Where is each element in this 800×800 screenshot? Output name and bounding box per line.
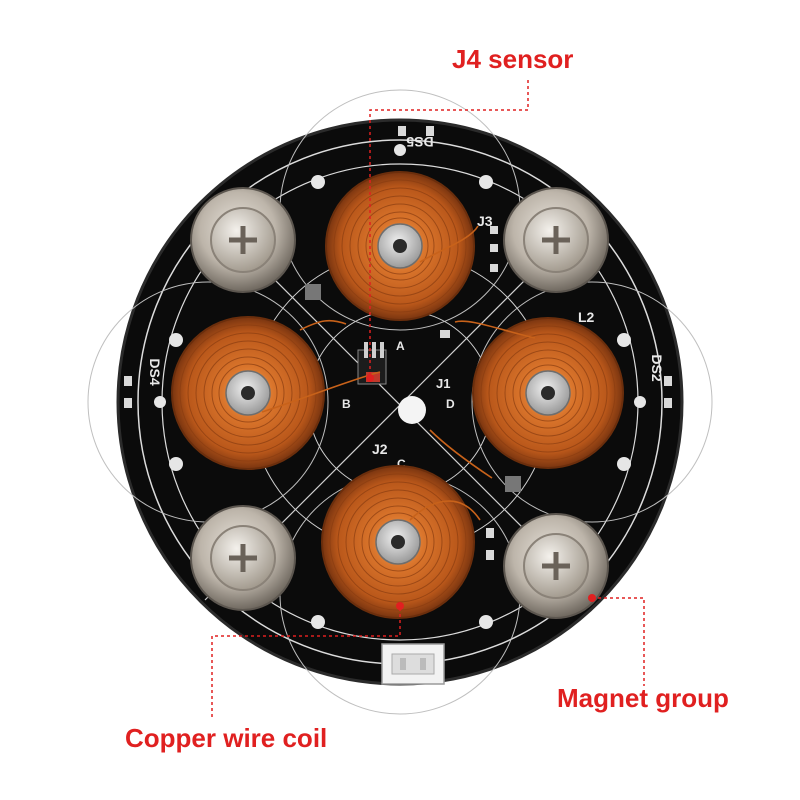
silk-d: D [446,397,455,411]
silk-a: A [396,339,405,353]
coil-right [472,317,624,469]
silk-ds4: DS4 [147,358,163,385]
silk-l2: L2 [578,309,595,325]
silk-c: C [397,457,406,471]
magnet-bottom-left [190,505,296,611]
callout-leaders [211,80,645,718]
silk-j2: J2 [372,441,388,457]
magnet-group [190,187,609,619]
coil-top [325,171,475,321]
magnet-top-left [190,187,296,293]
silk-j1: J1 [436,376,450,391]
j4-sensor-label: J4 sensor [452,44,574,74]
silk-ds5: DS5 [406,134,433,150]
copper-coils [171,171,624,619]
callout-markers [366,374,596,610]
smd-components [124,126,672,560]
magnet-top-right [503,187,609,293]
silk-j3: J3 [477,213,493,229]
silk-ds2: DS2 [649,354,665,381]
magnet-group-label: Magnet group [557,683,729,713]
coil-left [171,316,325,470]
silkscreen-labels: DS5 DS4 DS2 J3 J2 J1 L2 A B C D [147,134,665,471]
coil-wire-leads [261,225,536,521]
silk-b: B [342,397,351,411]
magnet-bottom-right [503,513,609,619]
coil-bottom [321,465,475,619]
copper-wire-coil-label: Copper wire coil [125,723,328,753]
jst-connector [381,643,445,685]
